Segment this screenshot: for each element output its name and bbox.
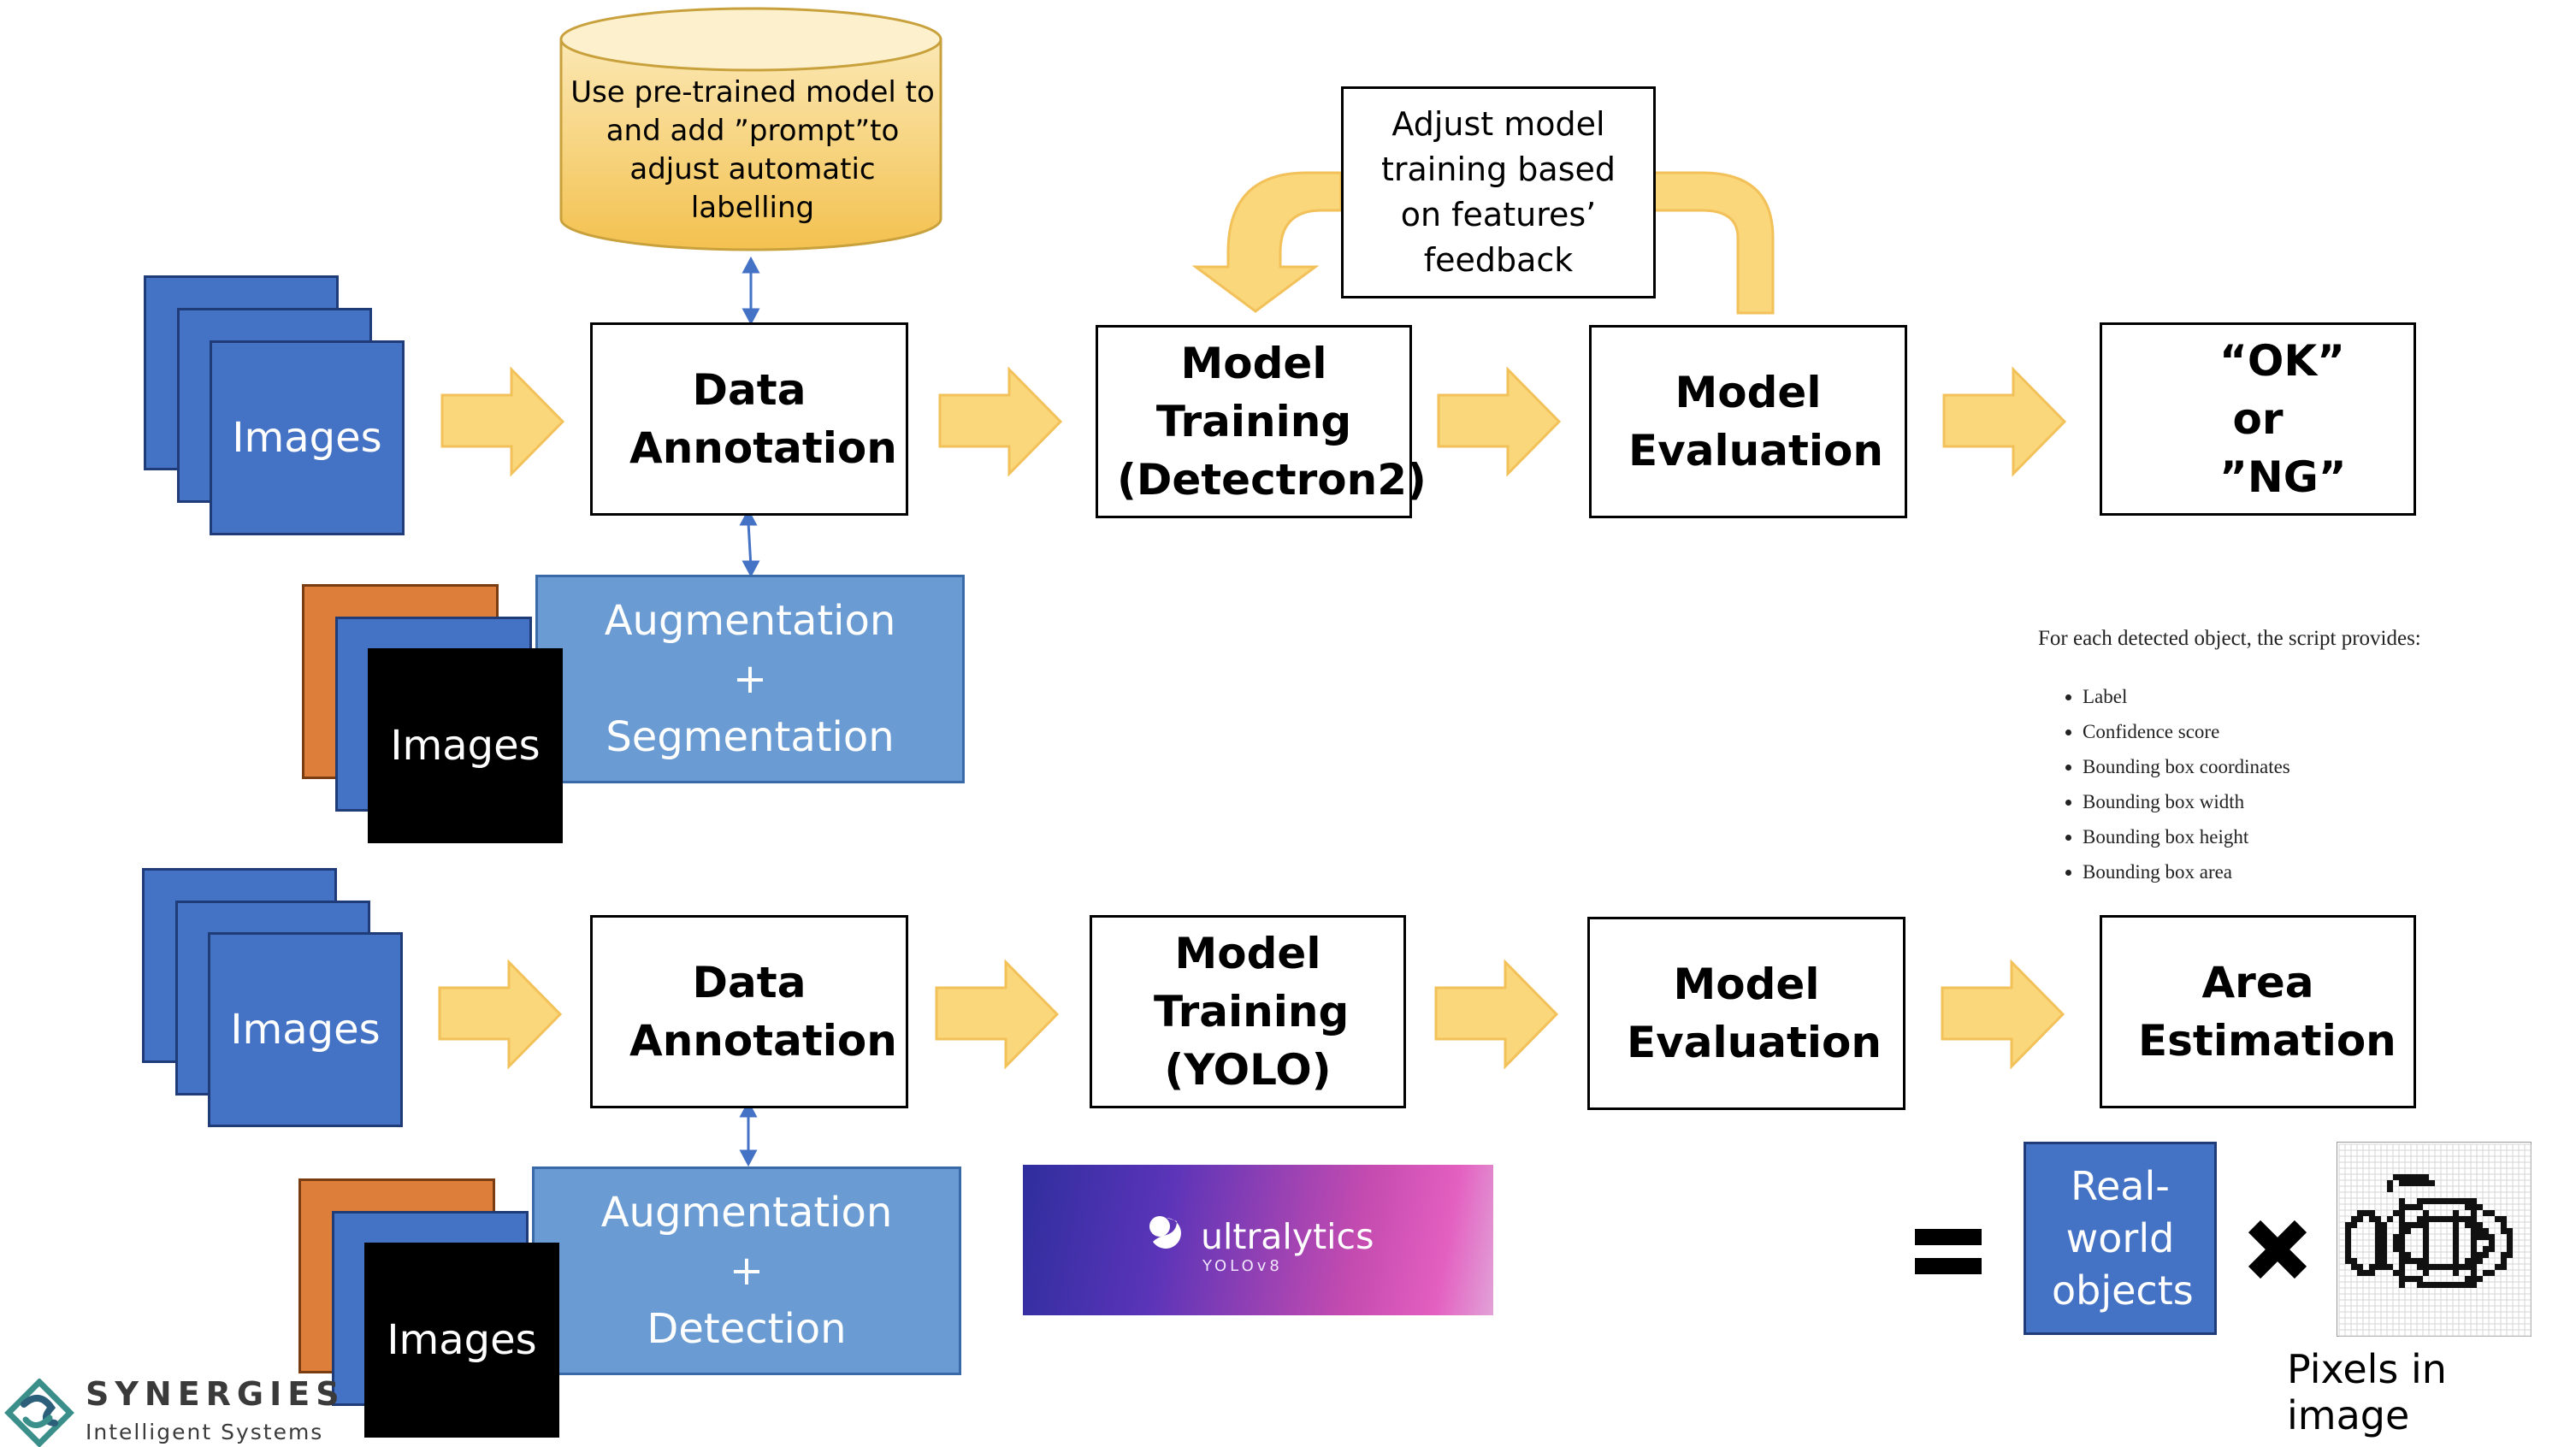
model-training-box-bottom: Model Training (YOLO) [1090,915,1406,1108]
list-item: Bounding box area [2083,854,2421,889]
result-box-top: “OK” or ”NG” [2100,322,2416,516]
augmentation-label: Augmentation [600,1189,893,1237]
pixel-grid-image [2337,1142,2532,1337]
arrow-right-icon [1437,366,1562,477]
list-item: Bounding box coordinates [2083,749,2421,784]
feedback-arrow-left [1191,171,1343,313]
list-item: Label [2083,679,2421,714]
images-label: Images [390,722,541,770]
data-annotation-box-bottom: Data Annotation [590,915,908,1108]
feedback-note: Adjust model training based on features’… [1381,105,1616,279]
arrow-right-icon [440,366,565,477]
list-item: Bounding box height [2083,819,2421,854]
plus-label: + [732,655,768,703]
arrow-right-icon [935,959,1060,1070]
images-label: Images [387,1316,537,1364]
data-annotation-label: Data Annotation [629,365,897,473]
black-image-front: Images [368,648,563,843]
ultralytics-name: ultralytics [1201,1216,1374,1257]
feedback-note-box: Adjust model training based on features’… [1341,86,1656,298]
data-annotation-label: Data Annotation [629,958,897,1066]
ultralytics-version: YOLOv8 [1202,1257,1283,1275]
model-evaluation-box-top: Model Evaluation [1589,325,1907,518]
arrow-right-icon [1941,959,2065,1070]
script-info-heading: For each detected object, the script pro… [2038,627,2421,650]
multiply-icon [2248,1220,2307,1279]
arrow-right-icon [1434,959,1559,1070]
images-label: Images [232,414,382,462]
model-evaluation-label: Model Evaluation [1627,960,1882,1067]
augmentation-detection-box: Augmentation + Detection [532,1166,961,1375]
list-item: Bounding box width [2083,784,2421,819]
image-stack-front: Images [208,932,403,1127]
list-item: Confidence score [2083,714,2421,749]
plus-label: + [729,1247,765,1295]
black-image-front: Images [364,1243,559,1438]
area-estimation-box: Area Estimation [2100,915,2416,1108]
real-world-objects-label: Real-world objects [2052,1162,2194,1314]
database-note: Use pre-trained model to and add ”prompt… [570,75,935,225]
pixels-caption: Pixels in image [2287,1346,2447,1438]
segmentation-label: Segmentation [606,713,895,761]
ok-ng-label: “OK” or ”NG” [2219,336,2347,502]
model-evaluation-box-bottom: Model Evaluation [1587,917,1905,1110]
database-cylinder [559,7,942,251]
image-stack-front: Images [210,340,405,535]
company-name: SYNERGIES [86,1375,346,1413]
arrow-right-icon [938,366,1063,477]
data-annotation-box-top: Data Annotation [590,322,908,516]
area-estimation-label: Area Estimation [2138,958,2396,1066]
model-training-label: Model Training (YOLO) [1154,929,1350,1095]
arrow-right-icon [438,959,563,1070]
arrow-right-icon [1942,366,2067,477]
detection-label: Detection [647,1305,847,1353]
images-label: Images [230,1006,381,1054]
ultralytics-logo: ultralytics YOLOv8 [1023,1165,1493,1315]
connector-annotation-augmentation-top [747,522,753,568]
ultralytics-mark-icon [1149,1216,1181,1249]
model-training-label: Model Training (Detectron2) [1117,339,1427,505]
connectors [739,256,760,1167]
script-info: For each detected object, the script pro… [2038,624,2421,889]
model-training-box-top: Model Training (Detectron2) [1096,325,1427,518]
real-world-objects-box: Real-world objects [2024,1142,2217,1335]
augmentation-label: Augmentation [604,597,896,645]
model-evaluation-label: Model Evaluation [1628,368,1883,475]
script-info-list: Label Confidence score Bounding box coor… [2038,679,2421,889]
synergies-logo-icon [4,1379,74,1447]
feedback-arrow-right [1651,171,1775,315]
augmentation-segmentation-box: Augmentation + Segmentation [535,575,965,783]
company-tagline: Intelligent Systems [86,1420,324,1444]
equals-icon [1915,1229,1982,1274]
